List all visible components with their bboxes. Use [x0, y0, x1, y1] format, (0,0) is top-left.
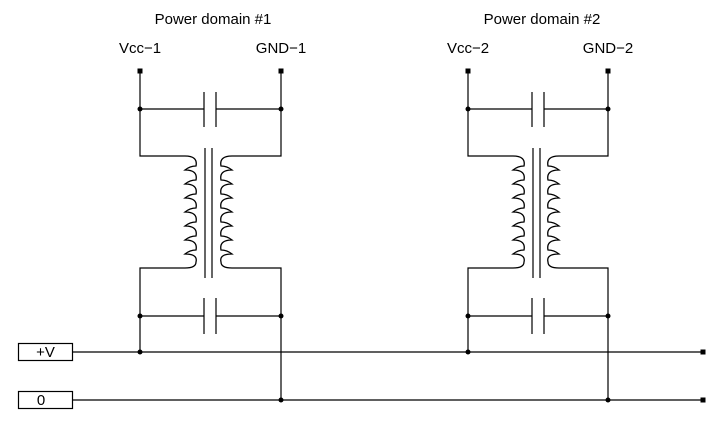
power-domain-2: Power domain #2 Vcc−2 GND−2 [447, 11, 633, 400]
domain-1-top-capacitor [140, 92, 281, 127]
domain-1-bottom-capacitor [140, 298, 281, 334]
junction-dot [278, 106, 284, 112]
zero-rail-label-box [17, 390, 74, 410]
positive-rail-terminal [700, 349, 706, 355]
junction-dot [605, 106, 611, 112]
zero-rail-terminal [700, 397, 706, 403]
domain-2-gnd-wire [559, 72, 609, 157]
domain-2-gnd-label: GND−2 [583, 40, 633, 57]
junction-dot [278, 397, 284, 403]
domain-2-top-capacitor [468, 92, 608, 127]
junction-dot [465, 313, 471, 319]
domain-2-vcc-wire [467, 72, 513, 157]
domain-1-lower-left-wire [139, 267, 185, 352]
domain-2-transformer [511, 148, 561, 278]
domain-2-title: Power domain #2 [484, 11, 601, 28]
domain-2-vcc-terminal [465, 68, 471, 74]
domain-2-lower-right-wire [559, 267, 609, 400]
power-domain-1: Power domain #1 Vcc−1 GND−1 [119, 11, 306, 400]
junction-dot [137, 349, 143, 355]
domain-1-gnd-terminal [278, 68, 284, 74]
domain-2-gnd-terminal [605, 68, 611, 74]
junction-dot [137, 313, 143, 319]
junction-dot [465, 106, 471, 112]
positive-rail-label: +V [36, 344, 55, 361]
domain-2-bottom-capacitor [468, 298, 608, 334]
junction-dot [605, 313, 611, 319]
domain-1-vcc-label: Vcc−1 [119, 40, 161, 57]
junction-dot [465, 349, 471, 355]
junction-dot [278, 313, 284, 319]
domain-2-lower-left-wire [467, 267, 513, 352]
domain-1-vcc-terminal [137, 68, 143, 74]
junction-dot [137, 106, 143, 112]
positive-rail-label-box [17, 342, 74, 362]
domain-1-transformer [183, 148, 234, 278]
domain-1-gnd-label: GND−1 [256, 40, 306, 57]
positive-rail: +V [17, 342, 706, 362]
junction-dot [605, 397, 611, 403]
domain-1-title: Power domain #1 [155, 11, 272, 28]
domain-2-vcc-label: Vcc−2 [447, 40, 489, 57]
domain-1-gnd-wire [232, 72, 282, 157]
domain-1-lower-right-wire [232, 267, 282, 400]
zero-rail: 0 [17, 390, 706, 410]
zero-rail-label: 0 [37, 392, 45, 409]
domain-1-vcc-wire [139, 72, 185, 157]
